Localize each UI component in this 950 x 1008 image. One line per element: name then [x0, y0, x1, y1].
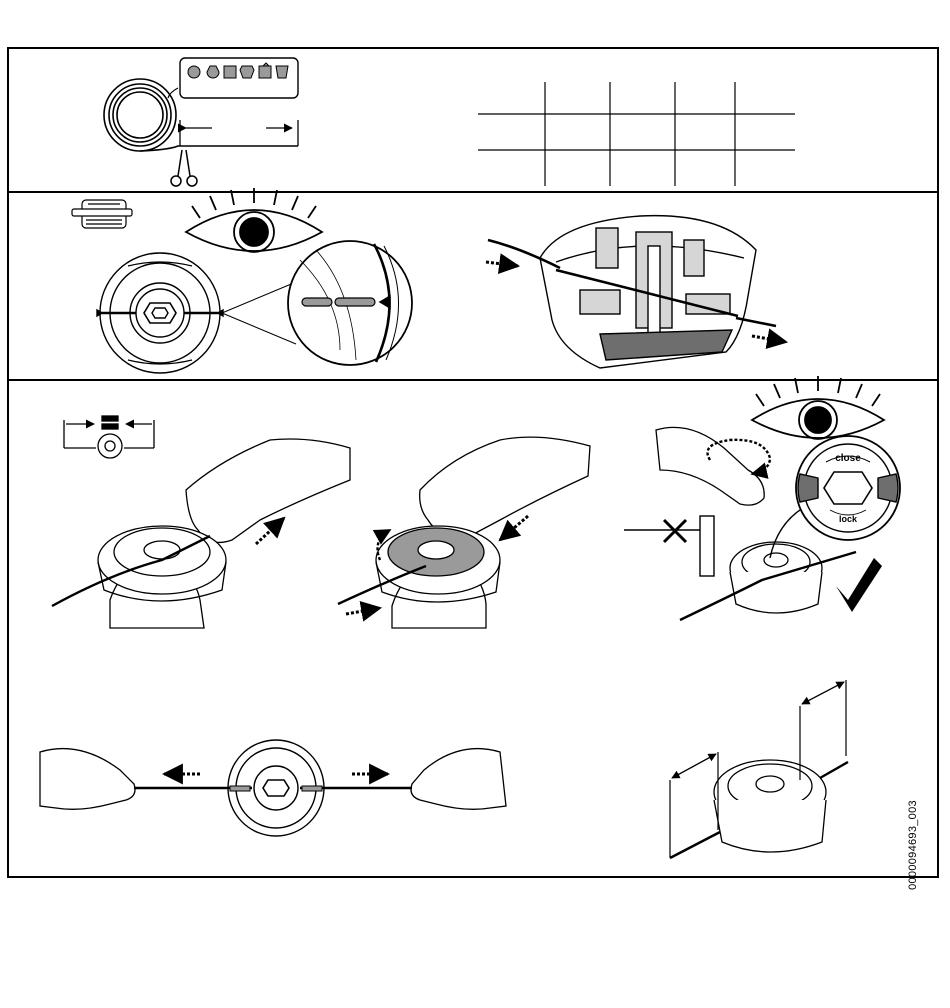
- scissors-icon: [171, 150, 197, 186]
- line-profiles-icon: [168, 58, 298, 98]
- spool-lock-label: lock: [839, 514, 858, 524]
- spool-top-icon: [97, 253, 223, 373]
- spool-cover-detail: [796, 436, 900, 540]
- hand-icon: [656, 427, 764, 505]
- line-table-grid: [478, 82, 795, 186]
- check-icon: [836, 558, 882, 612]
- mowing-head-side-icon: [670, 760, 848, 858]
- arrow-icon: [256, 518, 284, 544]
- magnifier-detail-icon: [222, 241, 412, 365]
- eye-icon: [186, 188, 322, 252]
- cutaway-head-icon: [488, 216, 776, 368]
- eye-icon: [752, 376, 884, 439]
- figure-code: 0000094693_003: [907, 800, 919, 890]
- spool-top-icon: [134, 740, 412, 836]
- spool-close-label: close: [835, 453, 861, 464]
- cross-icon: [624, 516, 714, 576]
- mowing-head-side-icon: [72, 200, 132, 228]
- length-dimension-icon: [64, 416, 154, 458]
- length-dimension-icon: [180, 120, 298, 146]
